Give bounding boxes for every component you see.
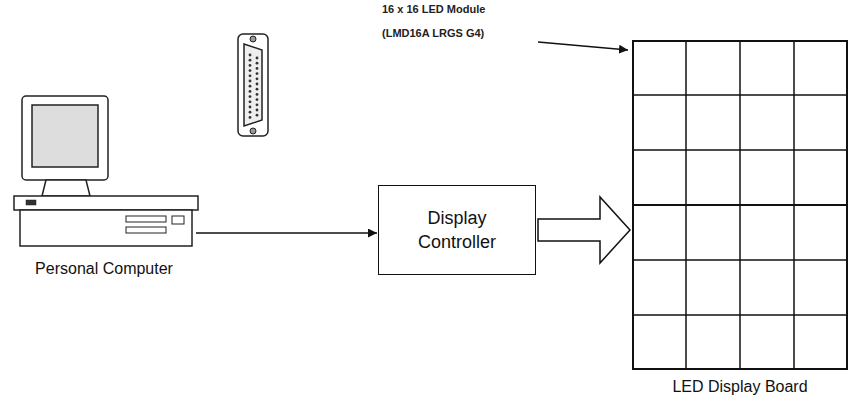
leader-arrow (538, 42, 628, 50)
node-label: Personal Computer (35, 258, 173, 280)
part-label: (LMD16A LRGS G4) (382, 27, 484, 39)
node-label: Display Controller (402, 206, 512, 255)
node-label: LED Display Board (672, 376, 807, 398)
serial-cable (196, 232, 377, 234)
computer-illustration (6, 92, 202, 252)
display-board: LED Display Board (632, 40, 848, 398)
db25-connector (238, 34, 268, 136)
led-grid (632, 40, 848, 370)
data-bus-arrow (538, 197, 630, 263)
process-box: Display Controller (378, 185, 536, 275)
part-label: 16 x 16 LED Module (382, 3, 485, 15)
computer-node: Personal Computer (6, 92, 202, 280)
